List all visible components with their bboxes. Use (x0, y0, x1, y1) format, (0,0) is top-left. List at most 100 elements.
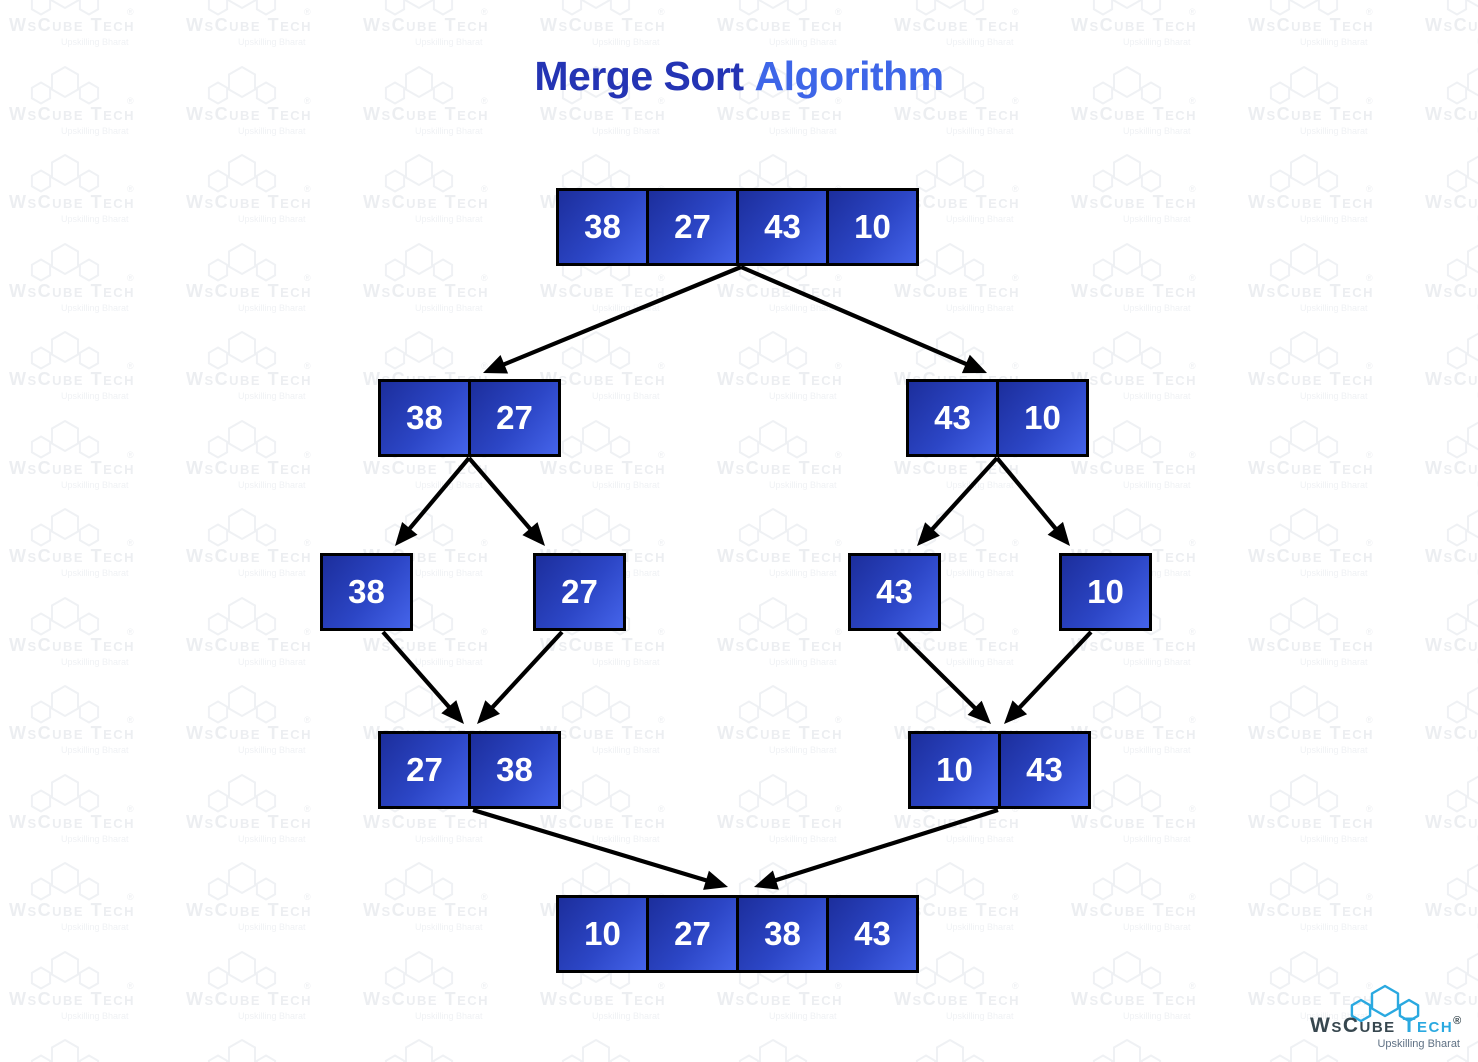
watermark-hexagon-icon (1446, 257, 1468, 282)
watermark-hexagon-icon (228, 242, 256, 275)
watermark-hexagon-icon (78, 346, 100, 370)
watermark-registered-mark: ® (835, 96, 842, 106)
watermark-tagline-text: Upskilling Bharat (946, 568, 1014, 578)
watermark-hexagon-icon (561, 434, 583, 459)
watermark-logo: WsCube Tech®Upskilling Bharat (540, 0, 665, 47)
array-cell: 27 (646, 895, 739, 973)
watermark-hexagon-icon (963, 877, 985, 901)
watermark-hexagon-icon (1113, 950, 1141, 983)
watermark-hexagon-icon (30, 523, 52, 547)
watermark-registered-mark: ® (835, 450, 842, 460)
watermark-tagline-text: Upskilling Bharat (769, 568, 837, 578)
watermark-logo: WsCube Tech®Upskilling Bharat (186, 950, 311, 1021)
watermark-hexagon-icon (1269, 257, 1291, 282)
watermark-brand-text: WsCube Tech (363, 281, 489, 301)
watermark-logo: WsCube Tech®Upskilling Bharat (9, 950, 134, 1021)
watermark-brand-text: WsCube Tech (1071, 812, 1197, 832)
watermark-hexagon-icon (255, 169, 277, 193)
watermark-brand-text: WsCube Tech (9, 458, 135, 478)
watermark-brand-text: WsCube Tech (894, 192, 1020, 212)
watermark-hexagon-icon (1317, 965, 1339, 990)
watermark-hexagon-icon (1467, 332, 1478, 362)
watermark-registered-mark: ® (127, 981, 134, 991)
watermark-brand-text: WsCube Tech (1248, 546, 1374, 566)
watermark-hexagon-icon (207, 346, 229, 370)
watermark-tagline-text: Upskilling Bharat (61, 745, 129, 755)
watermark-hexagon-icon (1092, 257, 1114, 282)
watermark-hexagon-icon (759, 773, 787, 806)
watermark-hexagon-icon (561, 1054, 583, 1062)
watermark-logo: WsCube Tech®Upskilling Bharat (1248, 950, 1373, 1021)
watermark-registered-mark: ® (1189, 538, 1196, 548)
watermark-registered-mark: ® (1366, 892, 1373, 902)
watermark-hexagon-icon (228, 596, 256, 629)
watermark-hexagon-icon (78, 0, 100, 16)
array-cell: 43 (826, 895, 919, 973)
watermark-hexagon-icon (1467, 863, 1478, 893)
array-cell: 38 (556, 188, 649, 266)
watermark-brand-text: WsCube Tech (1071, 989, 1197, 1009)
watermark-tagline-text: Upskilling Bharat (946, 1011, 1014, 1021)
watermark-logo: WsCube Tech®Upskilling Bharat (717, 419, 842, 490)
watermark-hexagon-icon (1269, 80, 1291, 105)
array-cell: 43 (906, 379, 999, 457)
watermark-registered-mark: ® (1366, 96, 1373, 106)
watermark-hexagon-icon (255, 523, 277, 547)
watermark-hexagon-icon (582, 507, 610, 541)
watermark-hexagon-icon (384, 80, 406, 105)
watermark-brand-text: WsCube Tech (1425, 723, 1478, 743)
watermark-brand-text: WsCube Tech (9, 635, 135, 655)
watermark-hexagon-icon (1140, 169, 1162, 193)
watermark-hexagon-icon (1269, 346, 1291, 370)
array-cell: 27 (468, 379, 561, 457)
watermark-brand-text: WsCube Tech (1071, 281, 1197, 301)
watermark-brand-text: WsCube Tech (1248, 104, 1374, 124)
watermark-registered-mark: ® (127, 7, 134, 17)
array-cell: 10 (826, 188, 919, 266)
watermark-hexagon-icon (255, 1054, 277, 1062)
watermark-hexagon-icon (1290, 861, 1318, 895)
watermark-registered-mark: ® (304, 538, 311, 548)
watermark-hexagon-icon (51, 773, 79, 806)
watermark-registered-mark: ® (835, 981, 842, 991)
watermark-registered-mark: ® (127, 450, 134, 460)
watermark-hexagon-icon (78, 80, 100, 105)
watermark-hexagon-icon (1446, 0, 1468, 16)
watermark-hexagon-icon (255, 434, 277, 459)
watermark-registered-mark: ® (304, 184, 311, 194)
watermark-brand-text: WsCube Tech (1425, 369, 1478, 389)
watermark-logo: WsCube Tech®Upskilling Bharat (9, 330, 134, 401)
watermark-tagline-text: Upskilling Bharat (1300, 657, 1368, 667)
watermark-logo: WsCube Tech®Upskilling Bharat (186, 596, 311, 667)
watermark-hexagon-icon (738, 0, 760, 16)
array-cell: 38 (736, 895, 829, 973)
watermark-hexagon-icon (405, 861, 433, 895)
watermark-hexagon-icon (405, 242, 433, 275)
watermark-hexagon-icon (738, 434, 760, 459)
watermark-tagline-text: Upskilling Bharat (946, 126, 1014, 136)
watermark-registered-mark: ® (1012, 892, 1019, 902)
watermark-hexagon-icon (786, 523, 808, 547)
watermark-brand-text: WsCube Tech (363, 104, 489, 124)
watermark-hexagon-icon (1113, 330, 1141, 364)
watermark-registered-mark: ® (127, 715, 134, 725)
watermark-hexagon-icon (963, 1054, 985, 1062)
watermark-registered-mark: ® (1189, 627, 1196, 637)
watermark-logo: WsCube Tech®Upskilling Bharat (1071, 330, 1196, 401)
watermark-hexagon-icon (1092, 434, 1114, 459)
watermark-brand-text: WsCube Tech (717, 989, 843, 1009)
watermark-brand-text: WsCube Tech (1248, 281, 1374, 301)
watermark-hexagon-icon (207, 611, 229, 636)
watermark-hexagon-icon (1140, 523, 1162, 547)
watermark-tagline-text: Upskilling Bharat (415, 1011, 483, 1021)
watermark-hexagon-icon (78, 611, 100, 636)
watermark-hexagon-icon (1140, 788, 1162, 813)
watermark-hexagon-icon (51, 950, 79, 983)
watermark-hexagon-icon (1269, 434, 1291, 459)
watermark-hexagon-icon (786, 0, 808, 16)
watermark-logo: WsCube Tech®Upskilling Bharat (363, 0, 488, 47)
watermark-registered-mark: ® (1012, 981, 1019, 991)
watermark-tagline-text: Upskilling Bharat (61, 126, 129, 136)
